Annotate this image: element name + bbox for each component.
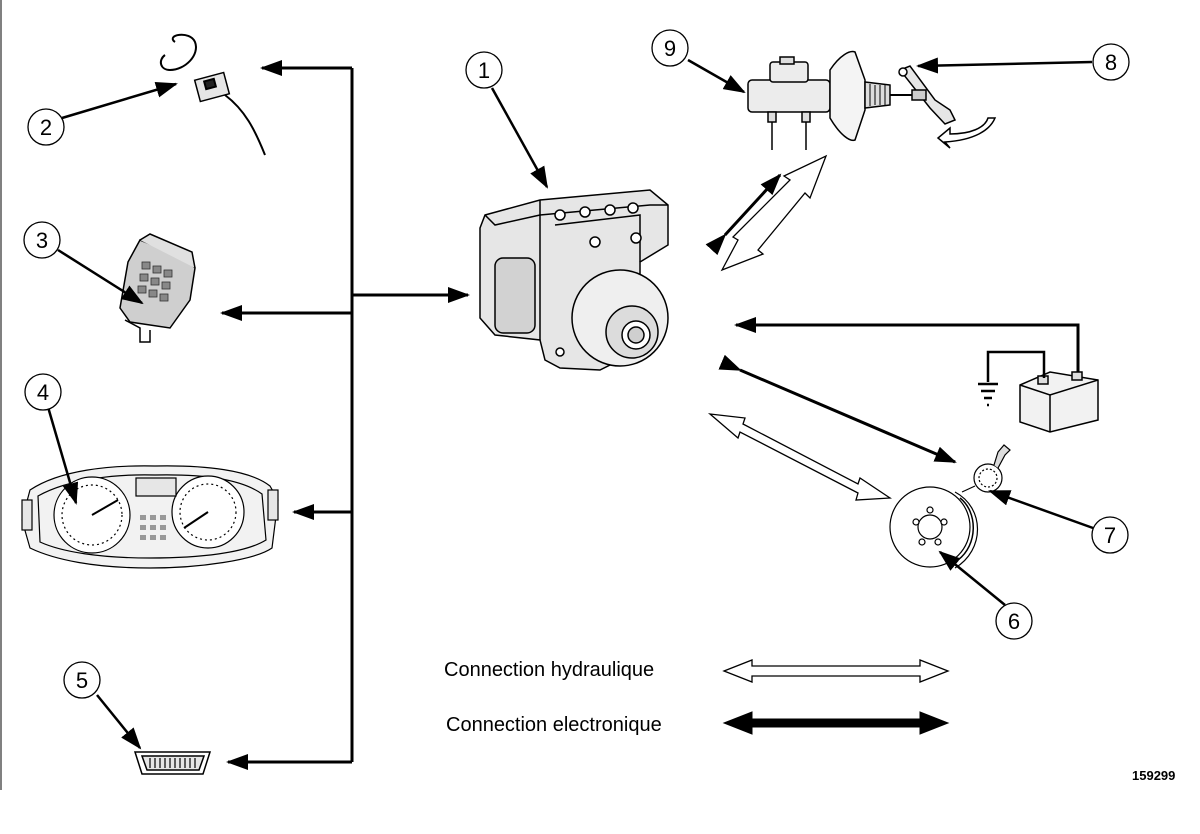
brake-light-switch [159, 33, 266, 156]
legend-hydraulic-arrow [722, 659, 950, 683]
brake-disc [889, 486, 978, 569]
control-module [119, 233, 196, 343]
battery [1019, 371, 1099, 433]
callout-1: 1 [465, 51, 503, 89]
instrument-cluster [21, 465, 279, 569]
electronic-bus [220, 60, 470, 770]
callout-2-label: 2 [40, 115, 52, 140]
ground-symbol [978, 350, 1046, 407]
callout-3: 3 [23, 221, 61, 259]
callout-5-label: 5 [76, 668, 88, 693]
callout-4: 4 [24, 373, 62, 411]
callout-6-label: 6 [1008, 609, 1020, 634]
callout-6: 6 [995, 602, 1033, 640]
legend-electronic-label: Connection electronique [446, 714, 662, 736]
electronic-link-master-cylinder [705, 173, 782, 256]
callout-8-label: 8 [1105, 50, 1117, 75]
callout-5: 5 [63, 661, 101, 699]
callout-9: 9 [651, 29, 689, 67]
legend-hydraulic-label: Connection hydraulique [444, 659, 655, 681]
callout-3-label: 3 [36, 228, 48, 253]
callout-7-label: 7 [1104, 523, 1116, 548]
callout-9-label: 9 [664, 36, 676, 61]
hydraulic-link-brake-disc [707, 413, 892, 501]
callout-8: 8 [1092, 43, 1130, 81]
callout-7: 7 [1091, 516, 1129, 554]
master-cylinder-servo [747, 50, 915, 150]
callout-1-label: 1 [478, 58, 490, 83]
wheel-speed-sensor [961, 444, 1011, 493]
callout-2: 2 [27, 108, 65, 146]
figure-reference-code: 159299 [1132, 768, 1176, 783]
brake-pedal [898, 65, 997, 149]
callout-4-label: 4 [37, 380, 49, 405]
electronic-link-wheel-sensor [718, 354, 957, 464]
diagnostic-socket [133, 751, 212, 775]
legend-electronic-arrow [722, 711, 950, 735]
abs-hydraulic-unit [479, 189, 669, 371]
callout-leaders [46, 57, 1094, 750]
battery-feed-line [734, 317, 1080, 372]
hydraulic-link-master-cylinder [720, 154, 828, 272]
